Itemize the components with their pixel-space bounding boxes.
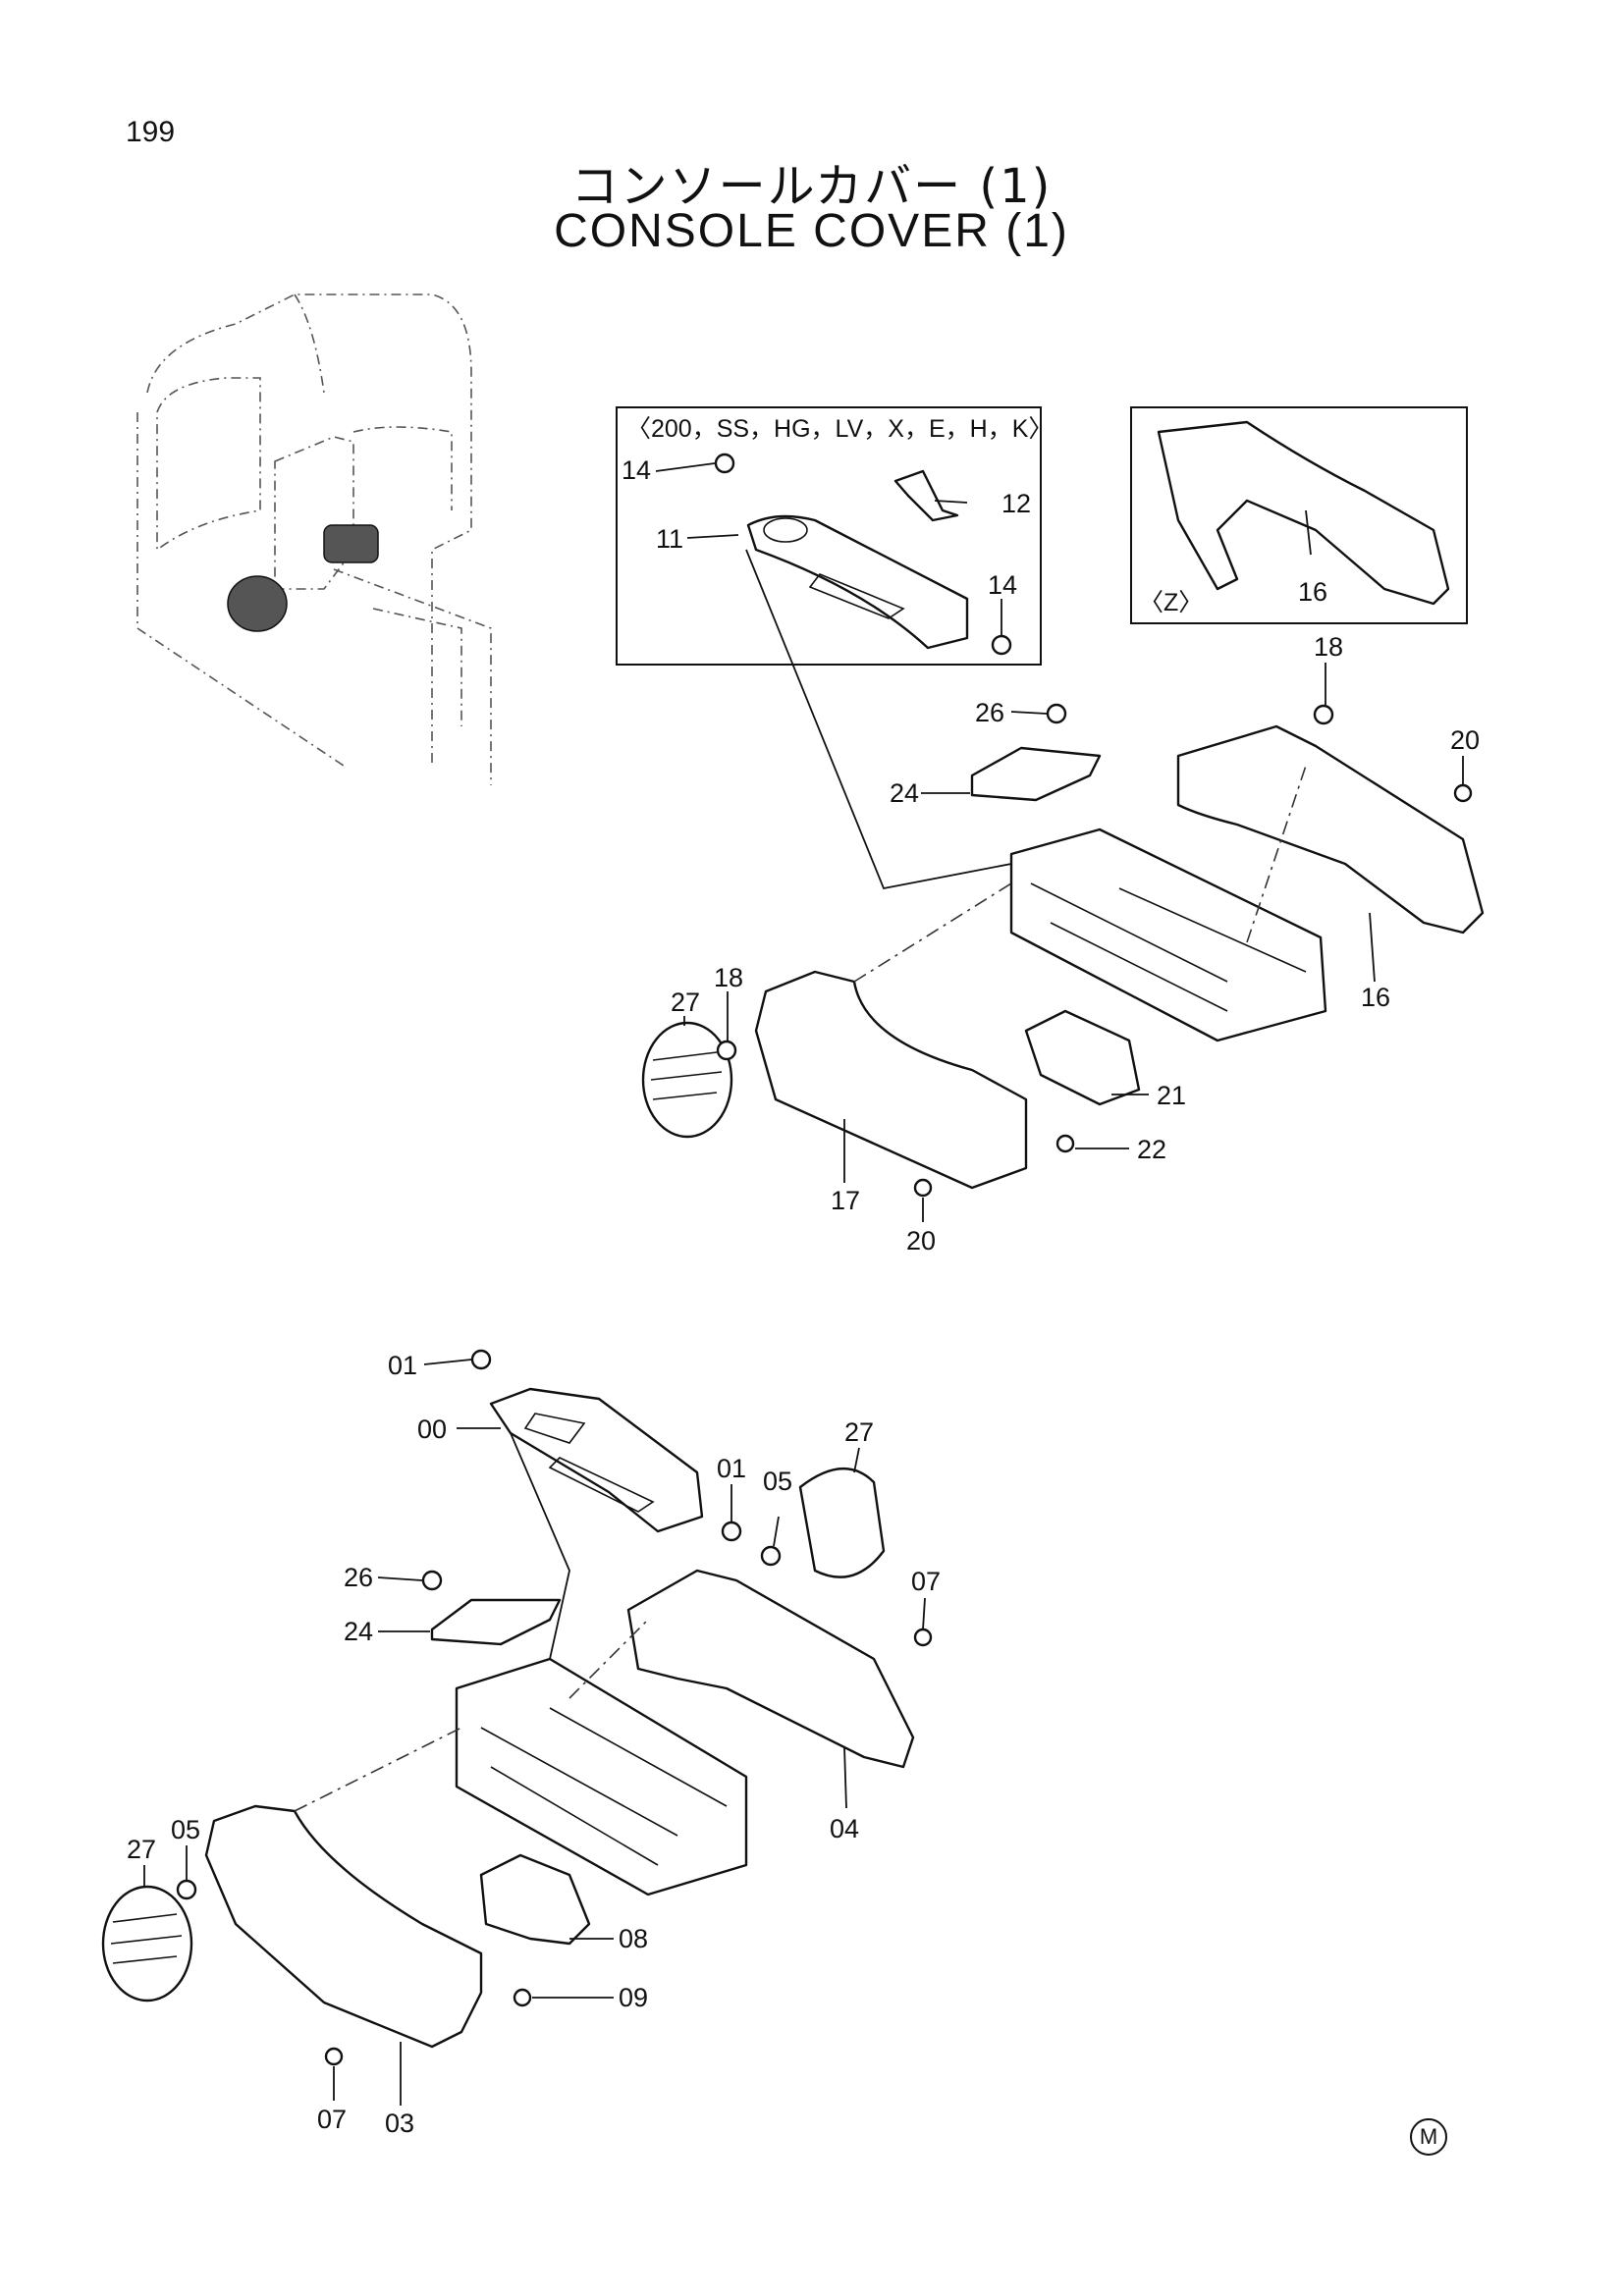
callout-22: 22	[1137, 1135, 1166, 1164]
callout-24-lower: 24	[344, 1617, 373, 1646]
inset-console-top-11	[746, 514, 969, 650]
upper-cup-21	[1024, 1009, 1141, 1106]
callout-00: 00	[417, 1415, 447, 1444]
callout-11: 11	[656, 524, 683, 554]
upper-plate-24	[970, 746, 1102, 802]
callout-09: 09	[619, 1983, 648, 2012]
title-japanese: コンソールカバー (1)	[570, 159, 1053, 214]
page-number: 199	[126, 116, 176, 148]
upper-assembly	[641, 549, 1485, 1198]
console-shade-right	[323, 524, 379, 563]
callout-26: 26	[975, 698, 1004, 727]
lower-cap-27-upper	[798, 1468, 886, 1578]
lower-console-frame	[455, 1657, 748, 1896]
callout-05a: 05	[763, 1467, 792, 1496]
console-shade-left	[227, 575, 288, 632]
callout-27a: 27	[844, 1417, 874, 1447]
lower-callouts: 01 00 01 05 27 26 24 07 04 05 27 08 09 0…	[127, 1351, 941, 2138]
callout-27: 27	[671, 988, 700, 1017]
lower-plate-24	[430, 1598, 562, 1646]
callout-20b: 20	[906, 1226, 936, 1255]
upper-callouts: 14 12 11 14 16 26 18 20 24 18 27 16 21 2…	[622, 455, 1480, 1255]
z-inset-label: 〈Z〉	[1139, 589, 1203, 616]
cab-location-sketch	[136, 294, 492, 785]
callout-03: 03	[385, 2109, 414, 2138]
lower-cup-08	[479, 1853, 591, 1946]
callout-20a: 20	[1450, 725, 1480, 755]
variant-inset-box: 〈200，SS，HG，LV，X，E，H，K〉	[616, 406, 1053, 666]
lower-assembly	[101, 1349, 933, 2066]
callout-27b: 27	[127, 1835, 156, 1864]
z-inset-box: 〈Z〉	[1130, 406, 1468, 624]
callout-05b: 05	[171, 1815, 200, 1844]
callout-17: 17	[831, 1186, 860, 1215]
callout-07a: 07	[911, 1567, 941, 1596]
callout-01b: 01	[717, 1454, 746, 1483]
callout-16: 16	[1361, 983, 1390, 1012]
callout-12: 12	[1001, 489, 1031, 518]
callout-14b: 14	[988, 570, 1017, 600]
leader-lines	[143, 462, 1464, 2106]
lower-left-cover-03	[204, 1804, 483, 2049]
upper-cap-27	[641, 1021, 733, 1139]
upper-console-frame	[1009, 828, 1327, 1042]
callout-18a: 18	[1314, 632, 1343, 662]
inset-bracket-12	[893, 469, 959, 522]
callout-21: 21	[1157, 1081, 1186, 1110]
callout-08: 08	[619, 1924, 648, 1953]
callout-07b: 07	[317, 2105, 347, 2134]
callout-04: 04	[830, 1814, 859, 1843]
upper-right-cover-16	[1176, 724, 1485, 934]
callout-01a: 01	[388, 1351, 417, 1380]
variant-inset-label: 〈200，SS，HG，LV，X，E，H，K〉	[626, 415, 1053, 443]
callout-24: 24	[890, 778, 919, 808]
callout-18b: 18	[714, 963, 743, 992]
z-cover-16	[1157, 420, 1450, 606]
callout-26-lower: 26	[344, 1563, 373, 1592]
callout-16-z: 16	[1298, 577, 1327, 607]
callout-14a: 14	[622, 455, 651, 485]
lower-console-top-00	[489, 1387, 704, 1533]
title-english: CONSOLE COVER (1)	[554, 205, 1069, 257]
corner-mark: M	[1410, 2118, 1447, 2156]
lower-right-cover-04	[626, 1569, 915, 1769]
upper-left-cover-17	[754, 970, 1028, 1190]
